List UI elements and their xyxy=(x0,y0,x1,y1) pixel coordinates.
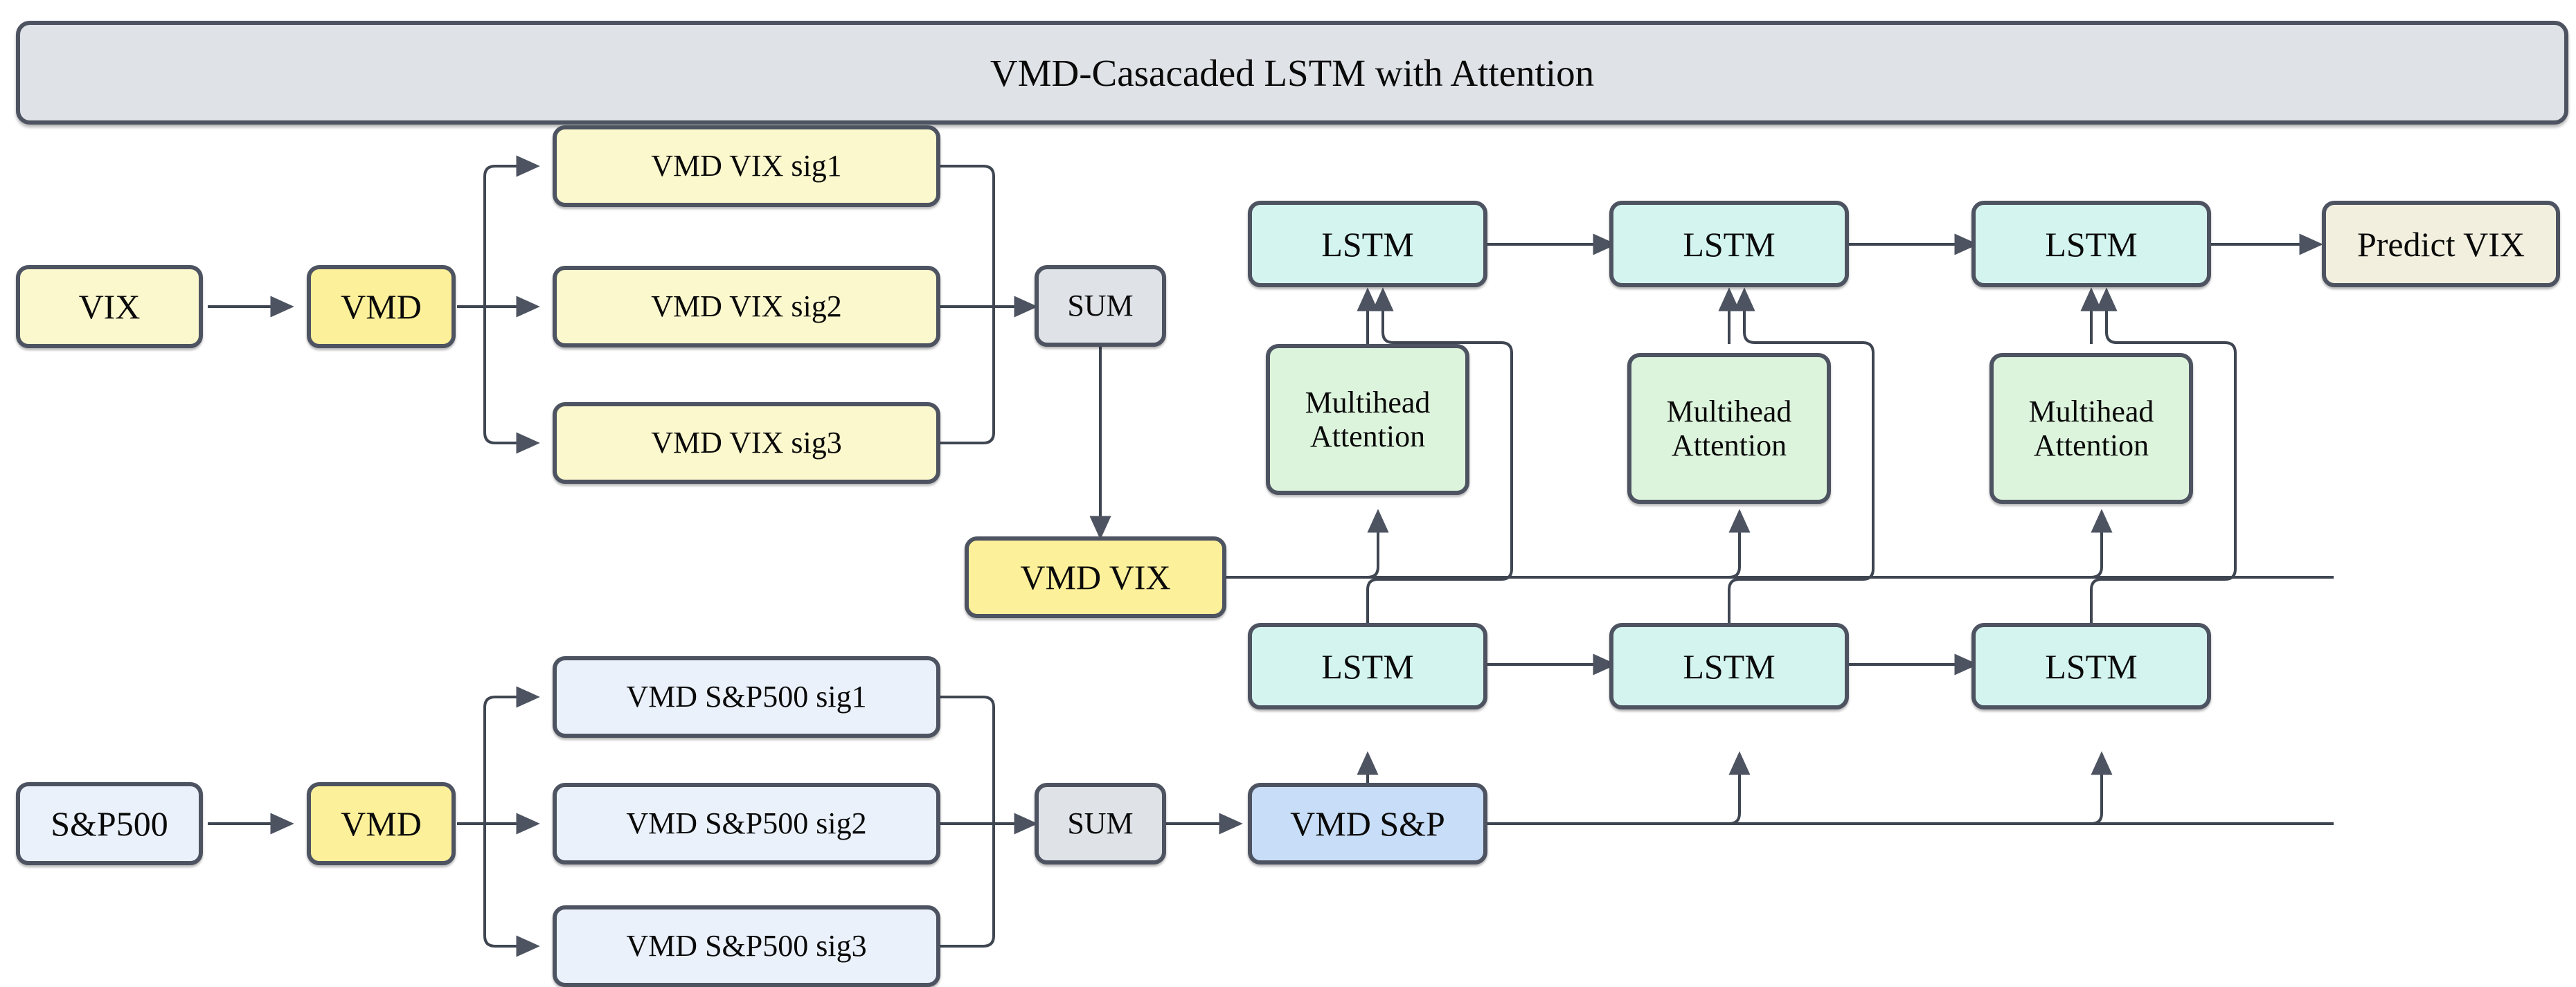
attention-3-line2: Attention xyxy=(2033,428,2149,462)
node-predict-vix[interactable]: Predict VIX xyxy=(2322,201,2560,287)
node-bottom-lstm-1[interactable]: LSTM xyxy=(1248,623,1487,709)
node-top-lstm-1[interactable]: LSTM xyxy=(1248,201,1487,287)
node-vmd-sp500-sig3[interactable]: VMD S&P500 sig3 xyxy=(553,905,940,987)
edge-vmd-to-sig1 xyxy=(483,155,540,307)
node-bottom-lstm-2[interactable]: LSTM xyxy=(1609,623,1849,709)
node-vmd-vix-sig3[interactable]: VMD VIX sig3 xyxy=(553,402,940,484)
attention-2-line2: Attention xyxy=(1671,428,1787,462)
node-top-lstm-2[interactable]: LSTM xyxy=(1609,201,1849,287)
node-vmd-sp-aggregate[interactable]: VMD S&P xyxy=(1248,783,1487,864)
node-sp500-input[interactable]: S&P500 xyxy=(16,782,203,865)
edge-vmdvix-to-att3 xyxy=(2091,509,2113,579)
node-multihead-attention-3[interactable]: Multihead Attention xyxy=(1989,353,2193,504)
diagram-title: VMD-Casacaded LSTM with Attention xyxy=(16,21,2568,125)
node-vix-input[interactable]: VIX xyxy=(16,265,203,348)
edge-vmdvix-to-att1 xyxy=(1367,509,1389,579)
node-vmd-sp500-sig2[interactable]: VMD S&P500 sig2 xyxy=(553,783,940,864)
node-top-lstm-3[interactable]: LSTM xyxy=(1971,201,2211,287)
node-sum-vix[interactable]: SUM xyxy=(1035,265,1166,347)
attention-1-line2: Attention xyxy=(1309,419,1426,453)
node-vmd-sp500-sig1[interactable]: VMD S&P500 sig1 xyxy=(553,656,940,738)
node-multihead-attention-1[interactable]: Multihead Attention xyxy=(1266,344,1469,495)
edge-vmdsp-to-blstm2 xyxy=(1728,751,1751,825)
attention-2-line1: Multihead xyxy=(1666,394,1792,428)
node-sum-sp500[interactable]: SUM xyxy=(1035,783,1166,864)
attention-1-line1: Multihead xyxy=(1305,385,1431,419)
node-vmd-vix[interactable]: VMD xyxy=(307,265,456,348)
edge-vmdsp-to-blstm3 xyxy=(2091,751,2113,825)
node-vmd-sp500[interactable]: VMD xyxy=(307,782,456,865)
edge-vmd-to-sig3 xyxy=(483,307,540,454)
edge-vmd-to-spsig3 xyxy=(483,824,540,957)
node-vmd-vix-sig2[interactable]: VMD VIX sig2 xyxy=(553,266,940,347)
edge-vmd-to-spsig1 xyxy=(483,686,540,824)
node-multihead-attention-2[interactable]: Multihead Attention xyxy=(1627,353,1831,504)
node-bottom-lstm-3[interactable]: LSTM xyxy=(1971,623,2211,709)
edge-vmdvix-to-att2 xyxy=(1728,509,1751,579)
node-vmd-vix-aggregate[interactable]: VMD VIX xyxy=(965,536,1226,618)
node-vmd-vix-sig1[interactable]: VMD VIX sig1 xyxy=(553,125,940,207)
attention-3-line1: Multihead xyxy=(2028,394,2154,428)
